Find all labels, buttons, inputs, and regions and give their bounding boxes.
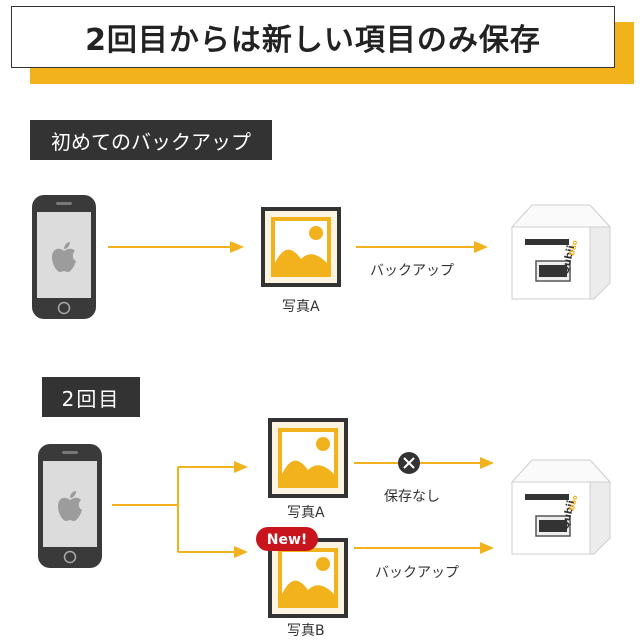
qubii-sub-text: Duo bbox=[568, 239, 579, 256]
page-title: 2回目からは新しい項目のみ保存 bbox=[85, 23, 541, 58]
section-label-second: 2回目 bbox=[42, 377, 140, 417]
caption-backup-2: バックアップ bbox=[375, 565, 459, 581]
photo-a-icon bbox=[261, 207, 341, 287]
qubii-device-icon bbox=[511, 204, 611, 300]
caption-photo-b: 写真B bbox=[287, 623, 325, 639]
new-badge bbox=[256, 527, 318, 551]
arrow-head bbox=[234, 546, 248, 558]
new-badge-text: New! bbox=[267, 532, 308, 548]
arrow-head bbox=[480, 457, 494, 469]
title-box: 2回目からは新しい項目のみ保存 bbox=[11, 6, 615, 68]
arrow-head bbox=[480, 542, 494, 554]
arrow-head bbox=[230, 241, 244, 253]
arrow-head bbox=[474, 241, 488, 253]
photo-a-icon-2 bbox=[268, 418, 348, 498]
arrow-head bbox=[234, 461, 248, 473]
caption-photo-a: 写真A bbox=[282, 299, 320, 315]
caption-no-save: 保存なし bbox=[384, 489, 440, 505]
section-label-first-backup: 初めてのバックアップ bbox=[30, 120, 272, 160]
iphone-icon bbox=[31, 194, 97, 320]
iphone-icon-2 bbox=[37, 443, 103, 569]
qubii-device-icon-2 bbox=[511, 459, 611, 555]
caption-backup-1: バックアップ bbox=[370, 263, 454, 279]
qubii-sub-text-2: Duo bbox=[568, 494, 579, 511]
caption-photo-a-2: 写真A bbox=[287, 505, 325, 521]
